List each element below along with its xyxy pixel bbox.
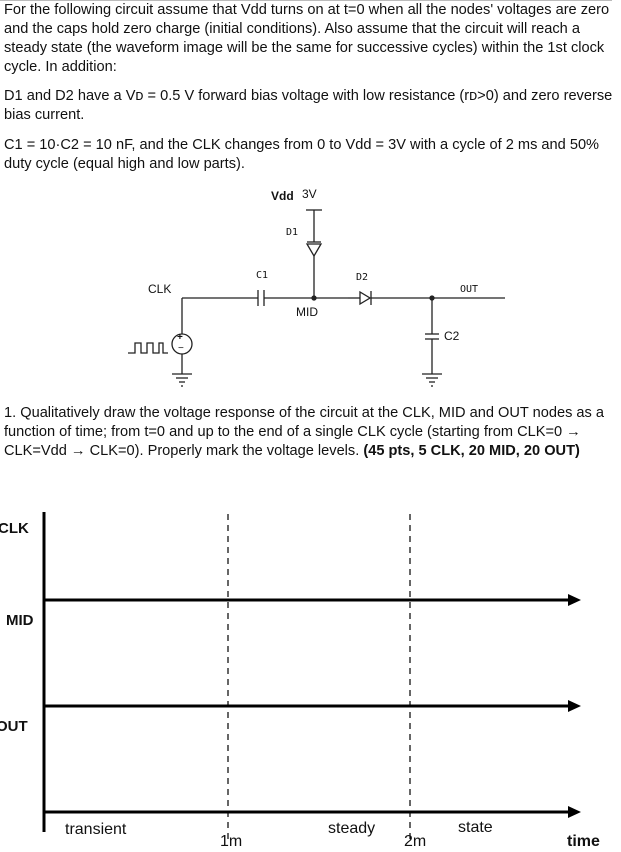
d1-label: D1 bbox=[286, 227, 299, 238]
time-axis-label: time bbox=[567, 833, 600, 850]
mid-node-label: MID bbox=[296, 305, 318, 319]
d1-diode-symbol bbox=[305, 241, 323, 258]
intro-paragraph-2: D1 and D2 have a Vᴅ = 0.5 V forward bias… bbox=[4, 88, 613, 123]
c1-capacitor-symbol bbox=[257, 290, 265, 306]
c1-label: C1 bbox=[256, 270, 269, 281]
clk-axis-label: CLK bbox=[0, 520, 29, 537]
vdd-value-label: 3V bbox=[302, 187, 317, 201]
vdd-label: Vdd bbox=[271, 189, 294, 203]
c2-label: C2 bbox=[444, 329, 460, 343]
c2-capacitor-symbol bbox=[425, 333, 439, 340]
mid-axis-label: MID bbox=[6, 612, 34, 629]
d2-label: D2 bbox=[356, 272, 369, 283]
question-1-text: 1. Qualitatively draw the voltage respon… bbox=[4, 405, 605, 459]
source-minus-sign: − bbox=[178, 343, 184, 354]
source-plus-sign: + bbox=[177, 332, 183, 343]
mid-axis-arrow-icon bbox=[568, 700, 581, 712]
mid-junction-dot bbox=[311, 295, 317, 301]
tick-label-1m: 1m bbox=[220, 833, 243, 850]
transient-label: transient bbox=[65, 821, 127, 838]
state-label: state bbox=[458, 819, 493, 836]
out-axis-label: OUT bbox=[0, 718, 28, 735]
out-junction-dot bbox=[429, 295, 435, 301]
out-axis-arrow-icon bbox=[568, 806, 581, 818]
out-node-label: OUT bbox=[460, 284, 479, 295]
d2-diode-symbol bbox=[359, 290, 372, 306]
clk-axis-arrow-icon bbox=[568, 594, 581, 606]
top-rule bbox=[0, 0, 612, 1]
question-1-points: (45 pts, 5 CLK, 20 MID, 20 OUT) bbox=[363, 443, 580, 459]
source-ground-icon bbox=[172, 373, 192, 387]
tick-label-2m: 2m bbox=[404, 833, 427, 850]
question-1: 1. Qualitatively draw the voltage respon… bbox=[4, 404, 616, 461]
intro-paragraph-3: C1 = 10·C2 = 10 nF, and the CLK changes … bbox=[4, 137, 600, 172]
clk-node-label: CLK bbox=[148, 282, 172, 296]
steady-label: steady bbox=[328, 820, 376, 837]
intro-paragraph-1: For the following circuit assume that Vd… bbox=[4, 2, 610, 75]
c2-ground-icon bbox=[422, 373, 442, 387]
square-wave-icon bbox=[128, 342, 168, 354]
